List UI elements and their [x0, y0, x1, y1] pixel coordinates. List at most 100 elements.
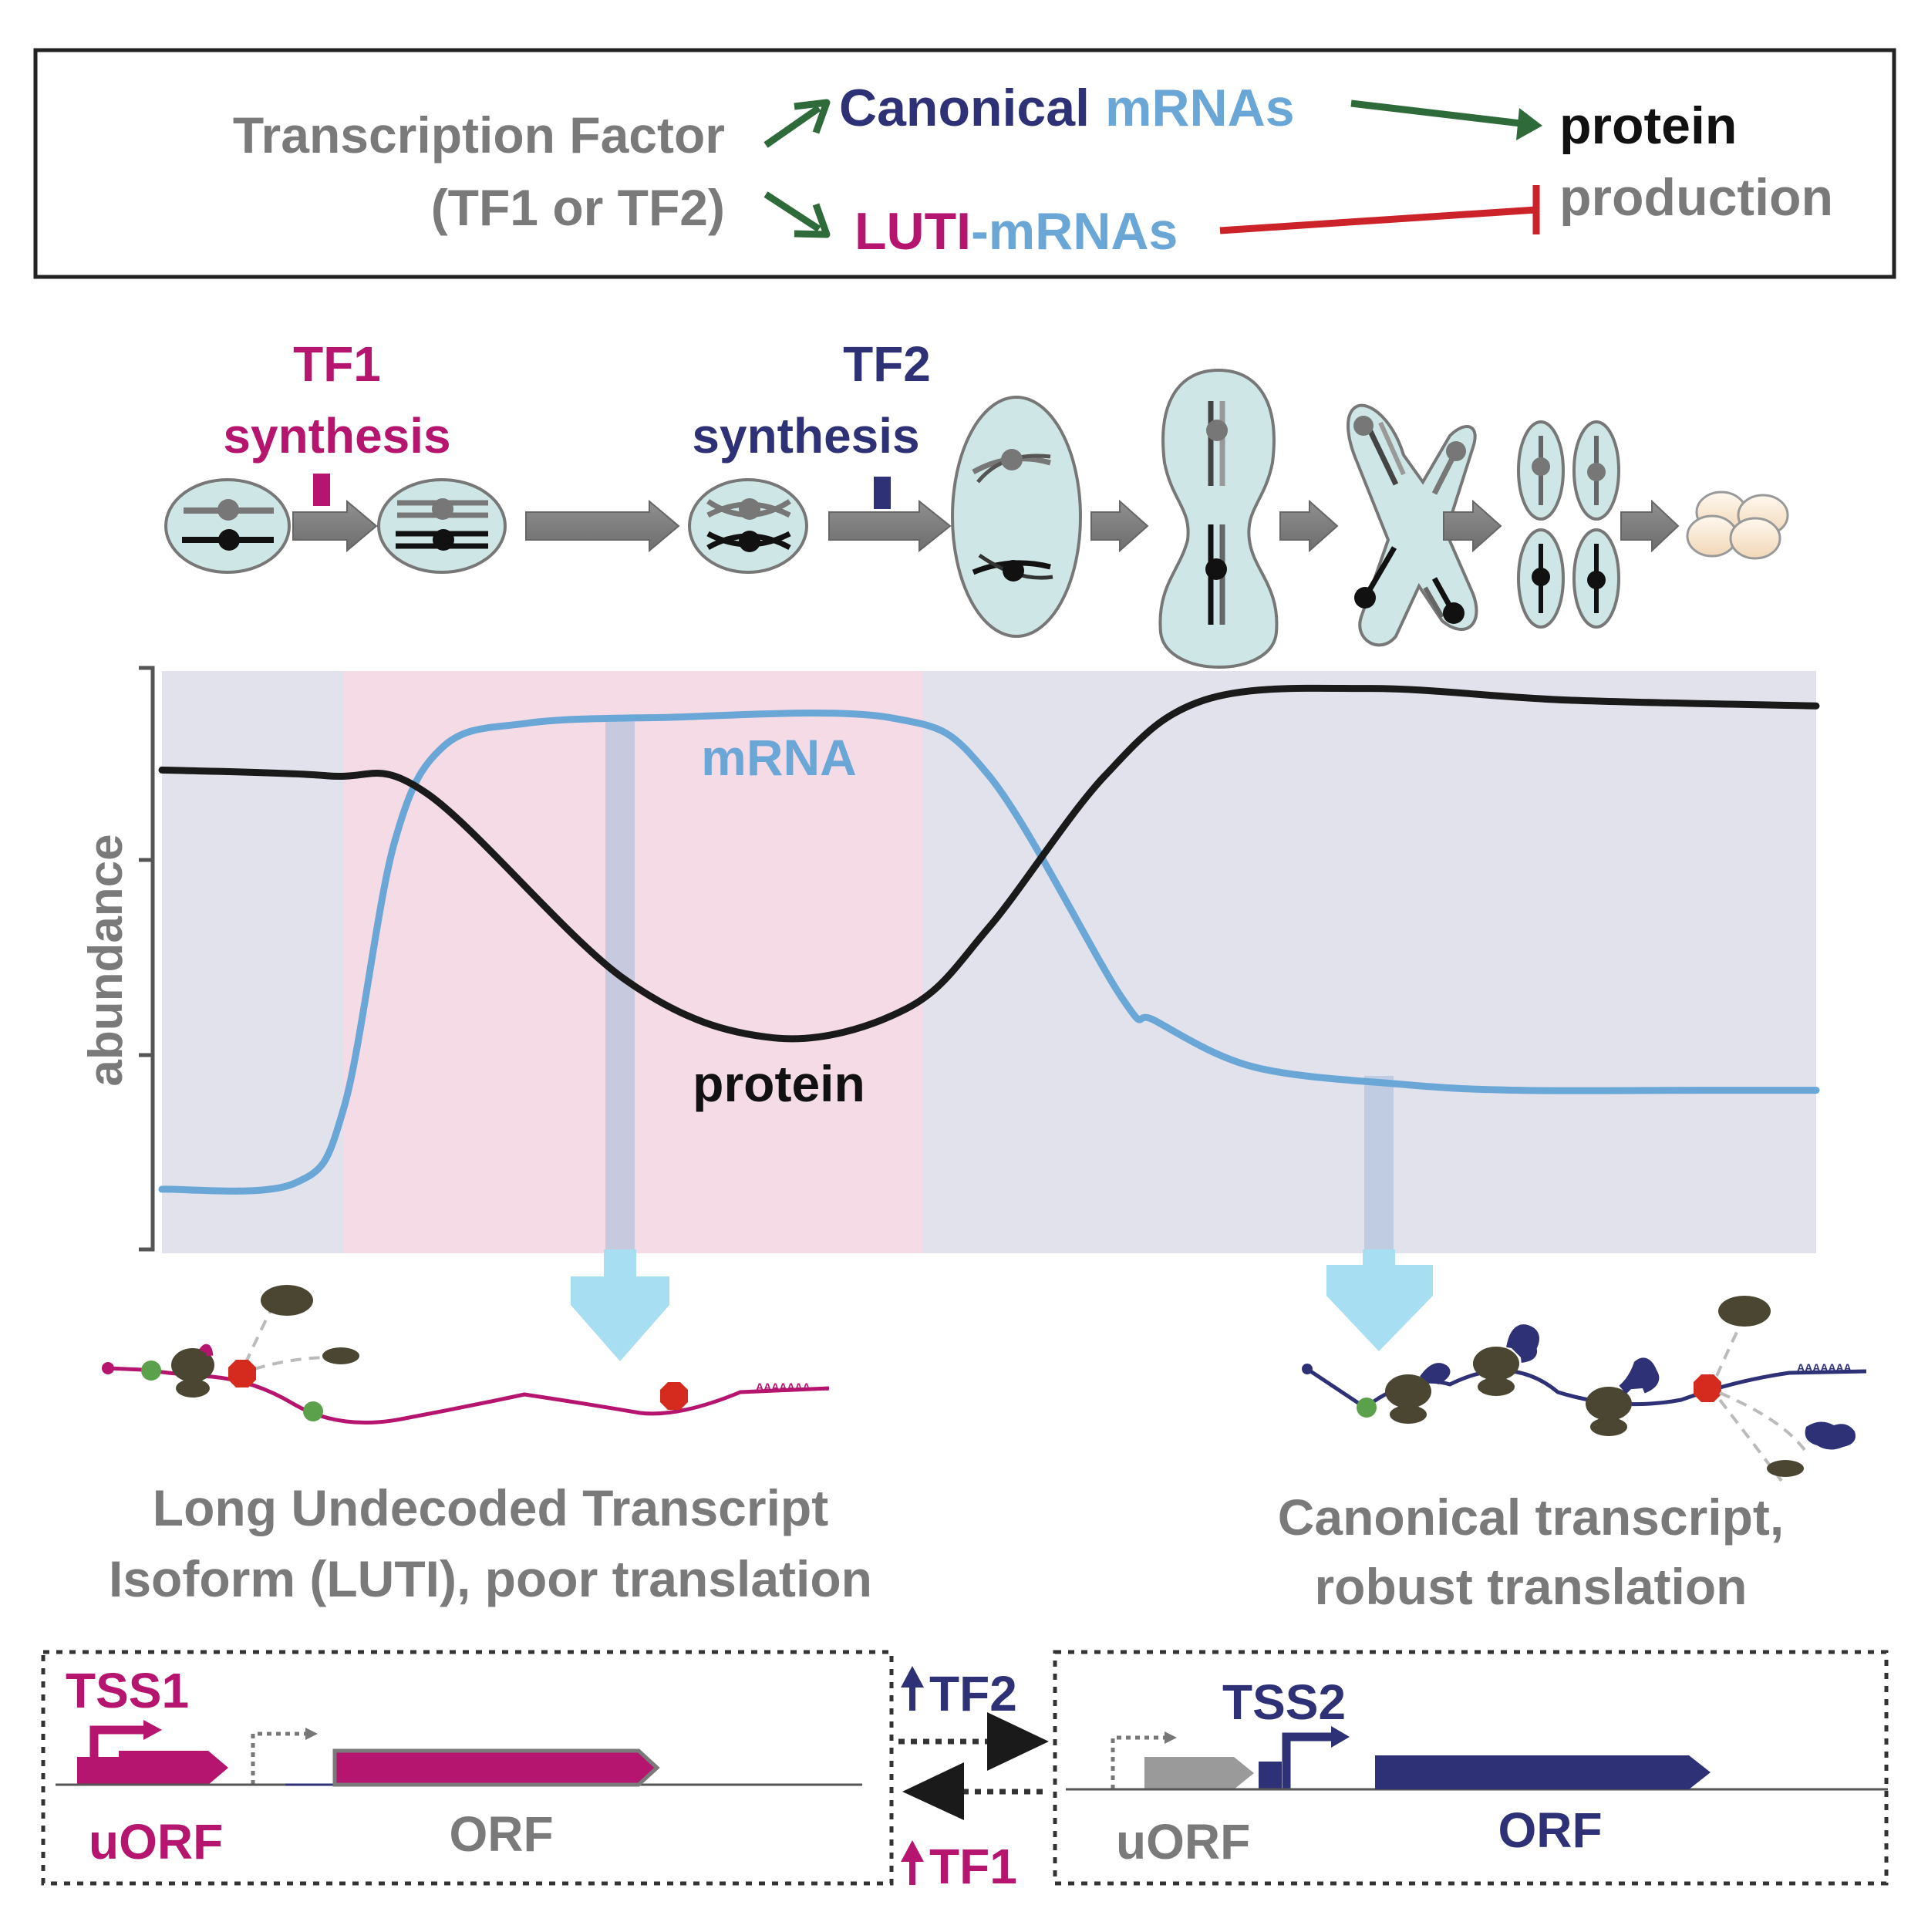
switch-tf1-label: TF1 — [929, 1839, 1017, 1894]
orf-left — [332, 1748, 660, 1787]
tf1-up-arrow-head — [901, 1840, 924, 1862]
uorf-right — [1144, 1757, 1254, 1789]
start-codon-2 — [303, 1401, 323, 1421]
activation-arrow-head — [1516, 108, 1542, 140]
nascent-protein-2 — [1506, 1324, 1539, 1363]
nascent-protein-3 — [1619, 1357, 1660, 1394]
dissociation-path-2 — [254, 1356, 332, 1371]
canonical-down-arrow — [1326, 1249, 1433, 1351]
series-line-protein — [158, 684, 1820, 1043]
inactive-tss-arrow-head — [1165, 1731, 1177, 1744]
luti-mrnas-word: -mRNAs — [971, 202, 1178, 261]
luti-poly-a: AAAAAAA...... — [756, 1381, 828, 1393]
spores — [1686, 491, 1789, 560]
switch-left-arrowhead — [902, 1762, 964, 1820]
summary-box: Transcription Factor (TF1 or TF2) Canoni… — [33, 48, 1896, 279]
switch-right-arrowhead — [987, 1712, 1049, 1771]
uorf-left — [119, 1751, 228, 1785]
nascent-protein-1 — [1420, 1363, 1451, 1385]
activation-arrow — [1350, 99, 1522, 127]
inhibition-line — [1219, 206, 1537, 234]
start-codon — [1357, 1398, 1377, 1418]
inactive-tss-arrow — [1111, 1735, 1165, 1789]
orf-right-label: ORF — [1498, 1802, 1602, 1858]
tf1-synthesis-label: synthesis — [223, 408, 450, 464]
tss2-arrow-head — [1331, 1726, 1350, 1748]
y-axis — [139, 666, 155, 1252]
inactive-tss-arrow-head — [305, 1728, 318, 1740]
canonical-caption-line1: Canonical transcript, — [1278, 1489, 1785, 1546]
ribosome-1-large — [1385, 1374, 1431, 1408]
ribosome-2-large — [1473, 1347, 1519, 1381]
cell-2 — [377, 478, 507, 574]
production-word: production — [1559, 168, 1833, 227]
gene-left-border — [41, 1650, 894, 1886]
canonical-word: Canonical — [839, 79, 1090, 137]
tf-line1: Transcription Factor — [233, 106, 725, 164]
arrow-to-canonical — [763, 105, 821, 148]
tf1-label: TF1 — [293, 336, 381, 392]
tss1-arrow-head — [143, 1720, 162, 1740]
stop-codon-2 — [660, 1382, 688, 1410]
protein-label: protein — [693, 1055, 865, 1112]
protein-word: protein — [1559, 96, 1737, 155]
canonical-poly-a: AAAAAAA..... — [1797, 1361, 1866, 1374]
arrow-to-canonical-head — [794, 99, 831, 134]
tf1-marker — [313, 474, 330, 506]
series-line-mrna — [158, 710, 1820, 1195]
tss2-label: TSS2 — [1222, 1674, 1346, 1730]
five-prime-cap — [102, 1362, 114, 1374]
release-path-1 — [1715, 1320, 1744, 1377]
gene-right-border — [1053, 1650, 1889, 1886]
luti-word: LUTI — [854, 202, 971, 261]
luti-mrna-strand — [107, 1366, 830, 1425]
tf2-up-arrow-head — [901, 1666, 924, 1688]
luti-caption-line1: Long Undecoded Transcript — [153, 1479, 828, 1536]
luti-transcript: AAAAAAA...... — [102, 1280, 830, 1425]
tf2-label: TF2 — [843, 336, 931, 392]
tf-line2: (TF1 or TF2) — [431, 179, 725, 236]
orf-left-label: ORF — [449, 1806, 553, 1862]
free-ribosome-small — [1767, 1460, 1804, 1477]
ribosome-3-large — [1586, 1387, 1632, 1421]
abundance-chart: abundance mRNA protein — [79, 666, 1820, 1361]
tss1-block — [77, 1757, 119, 1785]
tf2-marker — [874, 477, 891, 509]
luti-mrnas-label: LUTI-mRNAs — [854, 202, 1178, 261]
canonical-caption-line2: robust translation — [1314, 1558, 1747, 1615]
five-prime-cap — [1302, 1364, 1313, 1374]
uorf-left-label: uORF — [89, 1814, 223, 1870]
y-axis-label: abundance — [79, 834, 133, 1086]
canonical-sample-bar — [1364, 1076, 1394, 1249]
mrna-label: mRNA — [701, 729, 857, 786]
tss1-label: TSS1 — [66, 1663, 189, 1718]
free-ribosome-small — [322, 1347, 359, 1364]
arrow-to-luti — [763, 191, 821, 232]
nascent-peptide — [199, 1344, 214, 1357]
switch: TF2 TF1 — [898, 1666, 1049, 1894]
cell-1 — [164, 478, 291, 574]
cell-7 — [1517, 420, 1620, 629]
orf-right — [1375, 1755, 1711, 1789]
free-ribosome-large — [1718, 1296, 1771, 1327]
tf2-synthesis-label: synthesis — [692, 408, 919, 464]
ribosome-1-small — [1390, 1405, 1427, 1424]
uorf-right-label: uORF — [1116, 1814, 1250, 1870]
stage-arrows — [292, 499, 1680, 553]
stop-codon-1 — [228, 1360, 256, 1387]
cell-5 — [1158, 368, 1279, 669]
cell-4 — [951, 396, 1082, 638]
release-path-3 — [1718, 1398, 1783, 1482]
luti-caption-line2: Isoform (LUTI), poor translation — [109, 1550, 872, 1607]
inactive-tss-arrow — [251, 1731, 305, 1785]
switch-tf2-label: TF2 — [929, 1666, 1017, 1721]
luti-down-arrow — [571, 1249, 669, 1361]
meiosis-timeline: TF1 synthesis TF2 synthesis — [164, 336, 1789, 669]
stop-codon — [1694, 1374, 1721, 1402]
gene-left: TSS1 uORF ORF — [41, 1650, 894, 1886]
cell-3 — [688, 478, 808, 574]
summary-border — [33, 48, 1896, 279]
release-path-2 — [1719, 1391, 1806, 1452]
